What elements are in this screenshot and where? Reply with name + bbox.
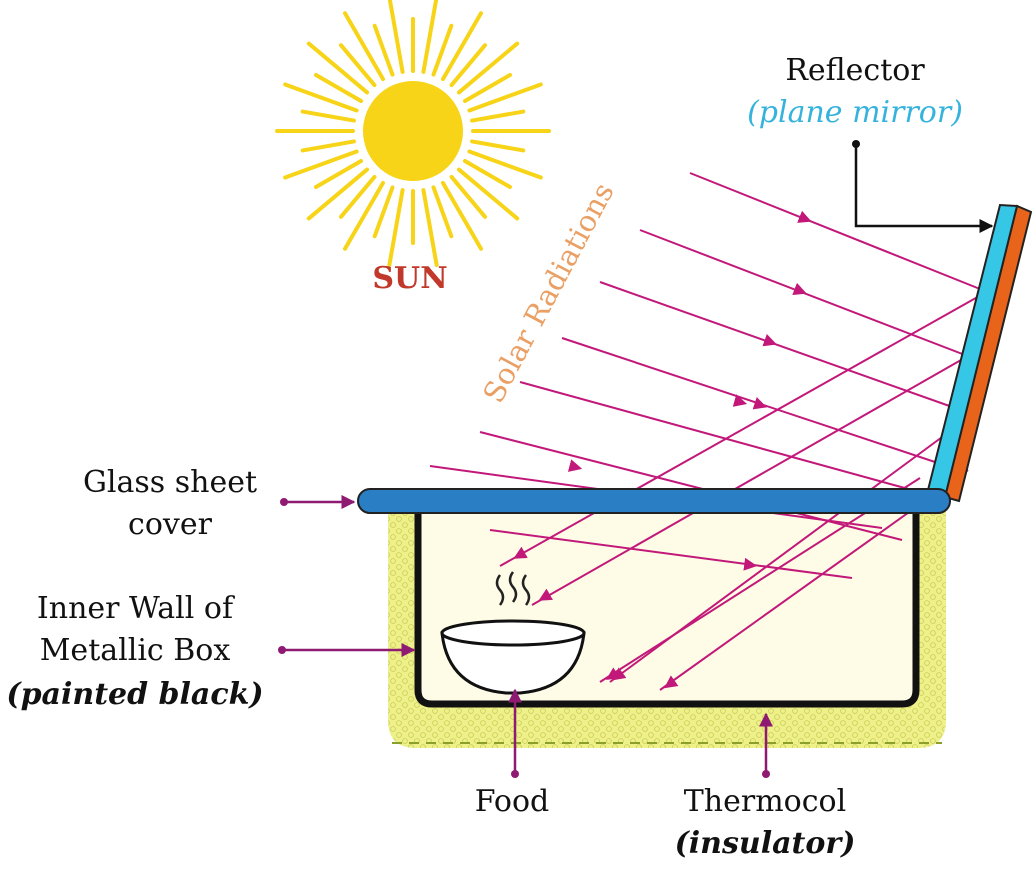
sun-ray (443, 13, 481, 79)
thermocol-label: Thermocol (684, 784, 846, 819)
sun-ray (423, 0, 436, 72)
insulator-label: (insulator) (675, 826, 856, 861)
sun-ray (452, 45, 485, 85)
sun-ray (469, 84, 540, 110)
pointer-dot-thermocol (762, 770, 770, 778)
glass-label-line2: cover (128, 507, 213, 542)
reflector-pointer (852, 140, 992, 226)
sun-ray (303, 141, 354, 150)
incident-ray (600, 282, 972, 414)
inner-wall-label-line1: Inner Wall of (37, 591, 235, 626)
pointer-dot-inner (278, 646, 286, 654)
glass-label-line1: Glass sheet (83, 465, 257, 500)
incident-ray (640, 230, 978, 360)
inner-wall-label-line2: Metallic Box (40, 633, 231, 668)
sun-ray (472, 112, 523, 121)
sun-ray (443, 183, 481, 249)
incident-ray (690, 173, 985, 291)
reflected-ray-arrowhead (617, 676, 618, 677)
sun-ray (423, 190, 436, 265)
reflector-note: (plane mirror) (747, 95, 963, 130)
incident-ray (562, 338, 965, 472)
reflected-ray-arrowhead (519, 555, 520, 556)
sun-ray (469, 152, 540, 178)
sun-ray (472, 141, 523, 150)
inner-wall-label-line3: (painted black) (6, 677, 263, 712)
incident-ray (520, 382, 912, 490)
pointer-dot-glass (280, 498, 288, 506)
sun-ray (303, 112, 354, 121)
sun-ray (341, 45, 374, 85)
sun-label: SUN (372, 261, 447, 296)
food-label: Food (475, 784, 550, 819)
solar-radiations-label: Solar Radiations (476, 177, 620, 408)
reflector-title: Reflector (785, 53, 925, 88)
glass-sheet (358, 489, 950, 513)
sun-ray (389, 0, 402, 72)
reflected-ray-arrowhead (544, 597, 545, 598)
sun-ray (341, 177, 374, 217)
sun-ray (285, 84, 356, 110)
sun-ray (345, 183, 383, 249)
sun-icon (277, 0, 549, 265)
sun-ray (452, 177, 485, 217)
pointer-dot-food (511, 770, 519, 778)
reflector-mirror (927, 205, 1031, 501)
sun-ray (285, 152, 356, 178)
sun-ray (345, 13, 383, 79)
sun-ray (389, 190, 402, 265)
